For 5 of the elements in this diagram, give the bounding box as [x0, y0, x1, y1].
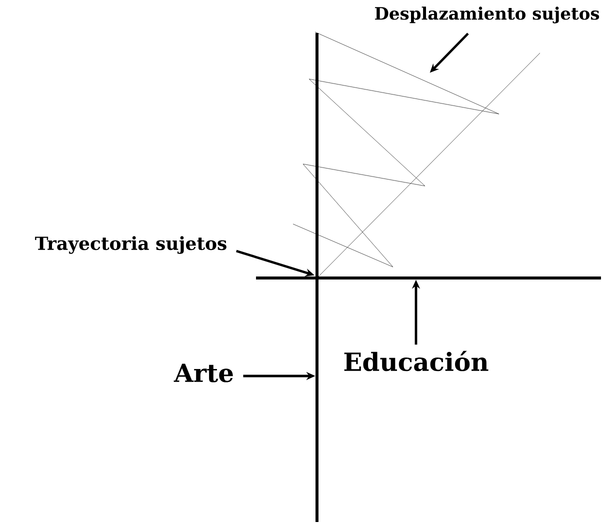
axis-label: Trayectoria sujetos: [35, 236, 226, 254]
axis-label: Arte: [174, 364, 233, 382]
axis-label: Educación: [344, 350, 488, 372]
axis-label: Desplazamiento sujetos: [375, 6, 600, 24]
zigzag-line: [292, 32, 500, 268]
